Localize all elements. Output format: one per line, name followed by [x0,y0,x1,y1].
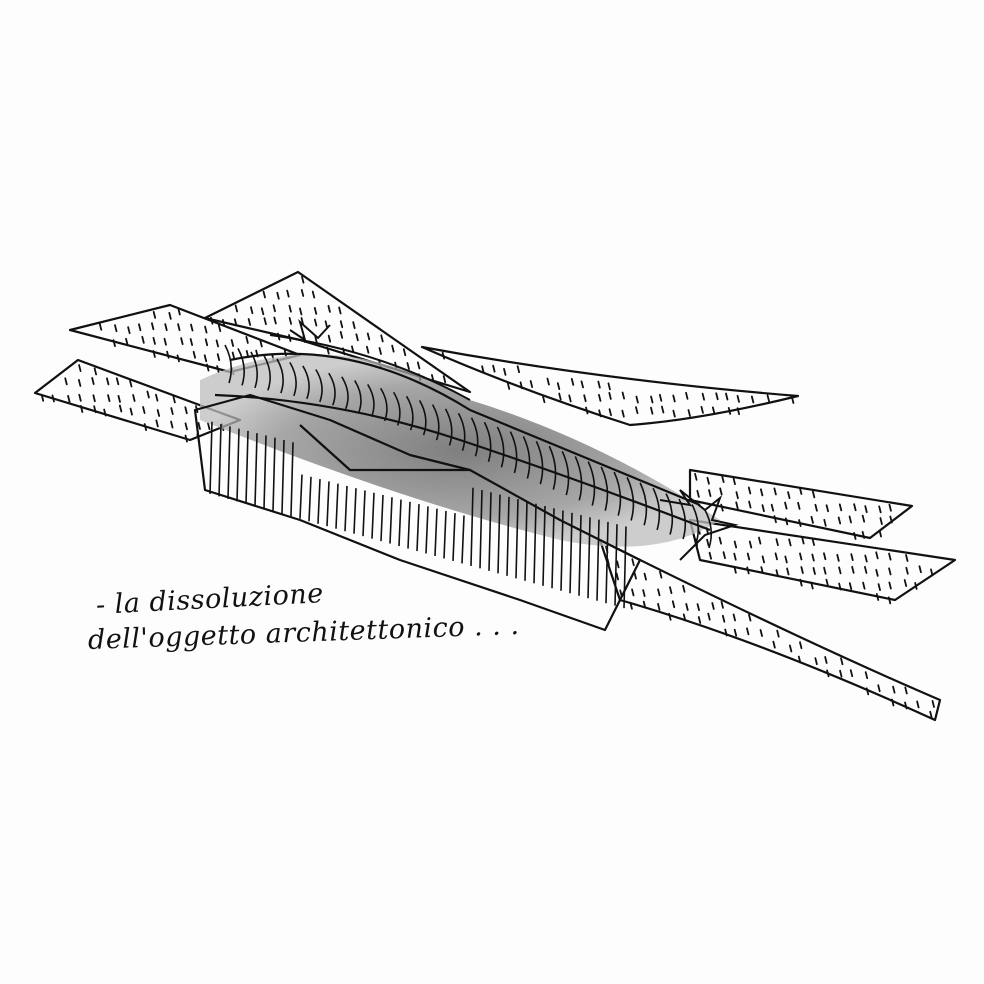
mass-wash [200,354,720,547]
wall-outline [193,393,642,632]
plane-back-left [203,270,472,394]
plane-right-1 [688,468,914,540]
plane-right-lower [598,538,942,722]
plane-right-2 [688,518,957,602]
